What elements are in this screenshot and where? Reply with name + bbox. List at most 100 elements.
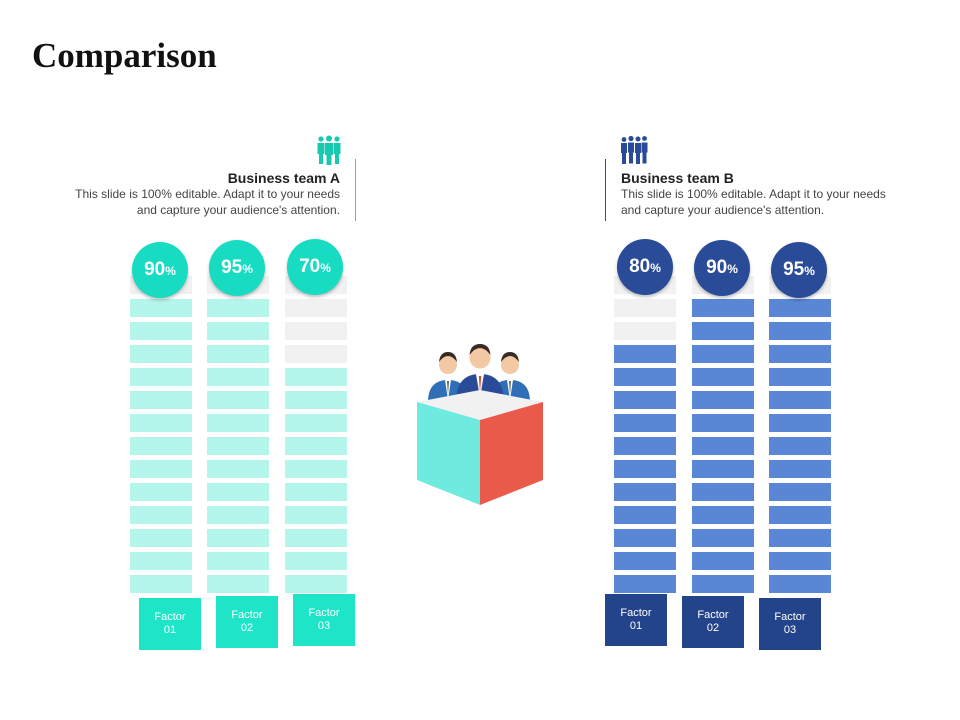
level-segment <box>692 552 754 570</box>
level-segment <box>769 437 831 455</box>
level-segment <box>692 460 754 478</box>
level-segment <box>130 460 192 478</box>
level-segment <box>130 437 192 455</box>
team-b-divider <box>605 159 606 221</box>
level-segment <box>692 575 754 593</box>
team-b-name: Business team B <box>621 170 734 186</box>
level-segment <box>285 460 347 478</box>
level-segment <box>130 299 192 317</box>
level-segment <box>614 506 676 524</box>
level-segment <box>130 414 192 432</box>
team-a-desc-line1: This slide is 100% editable. Adapt it to… <box>75 187 340 201</box>
team-b-factor-3-column <box>769 276 831 598</box>
team-a-factor-3-badge: 70% <box>287 239 343 295</box>
team-b-factor-2-column <box>692 276 754 598</box>
level-segment <box>614 437 676 455</box>
badge-unit: % <box>165 264 176 278</box>
level-segment <box>285 437 347 455</box>
team-b-factor-1-column <box>614 276 676 598</box>
level-segment <box>207 460 269 478</box>
badge-value: 80 <box>629 256 651 277</box>
level-segment <box>692 368 754 386</box>
team-a-name: Business team A <box>227 170 340 186</box>
level-segment <box>130 391 192 409</box>
level-segment <box>769 391 831 409</box>
level-segment <box>207 552 269 570</box>
level-segment <box>285 506 347 524</box>
badge-value: 90 <box>706 257 728 278</box>
level-segment <box>614 391 676 409</box>
business-people-icon <box>619 135 649 170</box>
badge-unit: % <box>320 261 331 275</box>
level-segment <box>692 322 754 340</box>
level-segment <box>769 483 831 501</box>
badge-value: 90 <box>144 259 166 280</box>
level-segment <box>614 483 676 501</box>
level-segment <box>207 414 269 432</box>
level-segment <box>207 575 269 593</box>
badge-value: 70 <box>299 256 321 277</box>
level-segment <box>285 391 347 409</box>
level-segment <box>130 368 192 386</box>
level-segment <box>692 414 754 432</box>
badge-value: 95 <box>221 257 243 278</box>
level-segment <box>692 391 754 409</box>
level-segment <box>285 575 347 593</box>
level-segment <box>614 368 676 386</box>
level-segment <box>207 299 269 317</box>
level-segment <box>614 529 676 547</box>
level-segment <box>207 529 269 547</box>
business-team-cube-illustration <box>410 340 550 515</box>
level-segment <box>692 345 754 363</box>
team-b-header: Business team B This slide is 100% edita… <box>621 170 921 218</box>
team-a-factor-2-column <box>207 276 269 598</box>
level-segment <box>285 299 347 317</box>
level-segment <box>285 552 347 570</box>
level-segment <box>130 552 192 570</box>
level-segment <box>285 483 347 501</box>
team-a-factor-2-badge: 95% <box>209 240 265 296</box>
team-b-desc-line2: and capture your audience's attention. <box>621 203 825 217</box>
team-a-factor-1-badge: 90% <box>132 242 188 298</box>
level-segment <box>769 506 831 524</box>
level-segment <box>130 483 192 501</box>
level-segment <box>614 322 676 340</box>
badge-unit: % <box>804 264 815 278</box>
level-segment <box>692 483 754 501</box>
level-segment <box>614 299 676 317</box>
team-a-factor-3-column <box>285 276 347 598</box>
level-segment <box>207 345 269 363</box>
badge-value: 95 <box>783 259 805 280</box>
team-b-factor-2-badge: 90% <box>694 240 750 296</box>
level-segment <box>769 345 831 363</box>
page-title: Comparison <box>32 36 217 75</box>
level-segment <box>285 345 347 363</box>
level-segment <box>769 529 831 547</box>
badge-unit: % <box>727 262 738 276</box>
level-segment <box>769 322 831 340</box>
level-segment <box>130 322 192 340</box>
level-segment <box>130 345 192 363</box>
level-segment <box>692 299 754 317</box>
level-segment <box>285 414 347 432</box>
team-a-divider <box>355 159 356 221</box>
level-segment <box>130 529 192 547</box>
level-segment <box>614 460 676 478</box>
level-segment <box>769 414 831 432</box>
level-segment <box>769 368 831 386</box>
level-segment <box>614 575 676 593</box>
level-segment <box>769 299 831 317</box>
group-people-icon <box>316 135 342 170</box>
team-a-header: Business team A This slide is 100% edita… <box>40 170 340 218</box>
level-segment <box>769 552 831 570</box>
level-segment <box>207 483 269 501</box>
level-segment <box>614 414 676 432</box>
team-b-desc-line1: This slide is 100% editable. Adapt it to… <box>621 187 886 201</box>
team-b-factor-1-badge: 80% <box>617 239 673 295</box>
level-segment <box>207 437 269 455</box>
badge-unit: % <box>650 261 661 275</box>
level-segment <box>614 345 676 363</box>
